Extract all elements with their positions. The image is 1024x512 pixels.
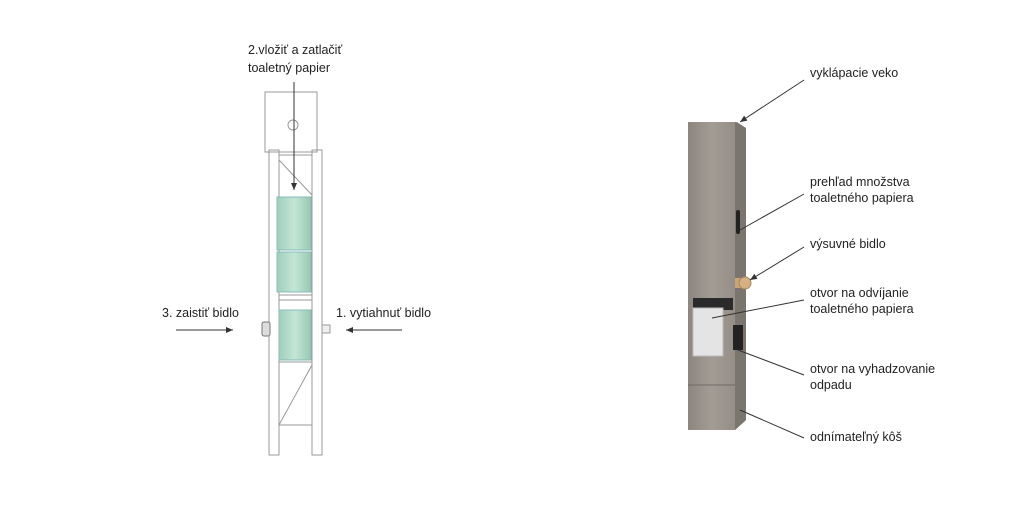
step2-label-line2: toaletný papier xyxy=(248,61,331,75)
step1-label: 1. vytiahnuť bidlo xyxy=(336,306,432,320)
label-sliding-rod: výsuvné bidlo xyxy=(810,237,886,251)
label-tilting-lid: vyklápacie veko xyxy=(810,66,899,80)
step3-label: 3. zaistiť bidlo xyxy=(162,306,239,320)
rod-pin xyxy=(321,324,331,334)
callout-lines xyxy=(711,79,805,439)
toilet-roll xyxy=(278,309,312,361)
line-drawing-dispenser xyxy=(264,91,323,456)
step2-label-line1: 2.vložiť a zatlačiť xyxy=(248,43,343,57)
toilet-roll xyxy=(276,251,312,293)
toilet-roll xyxy=(276,196,312,251)
rod-knob xyxy=(261,321,271,337)
photo-dispenser xyxy=(688,122,752,430)
label-removable-bin: odnímateľný kôš xyxy=(810,430,902,444)
